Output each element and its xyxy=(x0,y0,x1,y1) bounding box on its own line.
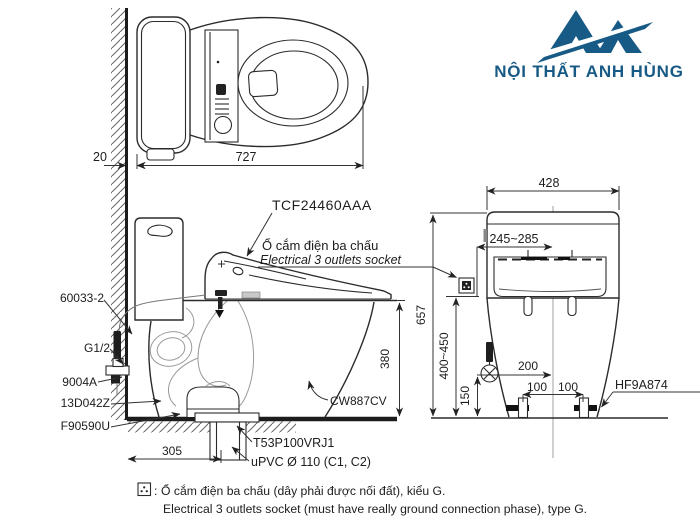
dim-total-height: 657 xyxy=(414,305,428,325)
dim-bolt-right: 100 xyxy=(558,380,578,394)
brand-name: NỘI THẤT ANH HÙNG xyxy=(494,62,684,81)
dim-rim-height: 380 xyxy=(378,349,392,369)
power-socket-symbol xyxy=(458,277,475,294)
top-view: 20 727 xyxy=(93,16,369,170)
footnote-line1-vi: Ổ cắm điện ba chấu (dây phải được nối đấ… xyxy=(161,483,445,498)
label-part-g12: G1/2 xyxy=(84,341,110,355)
footnote-separator: : xyxy=(154,484,157,498)
toilet-lid-open-top xyxy=(136,16,191,154)
dim-total-depth: 727 xyxy=(236,150,257,164)
dim-valve-offset: 200 xyxy=(518,359,538,373)
tank-side xyxy=(134,217,184,321)
dim-socket-height: 245~285 xyxy=(489,232,538,246)
label-part-hose: 60033-2 xyxy=(60,291,104,305)
washlet-unit-top xyxy=(204,29,239,143)
front-view: 428 245~285 657 400~450 150 200 100 100 … xyxy=(414,176,700,458)
side-view: TCF24460AAA Ổ cắm điện ba chấu Electrica… xyxy=(60,197,457,469)
label-bowl-model: CW887CV xyxy=(330,394,387,408)
label-seat-part: HF9A874 xyxy=(615,378,668,392)
label-drain-part: T53P100VRJ1 xyxy=(253,436,334,450)
front-view-dimensions: 428 245~285 657 400~450 150 200 100 100 … xyxy=(414,176,700,417)
stop-valve-front xyxy=(480,342,499,383)
label-socket-vi: Ổ cắm điện ba chấu xyxy=(262,238,378,253)
dim-drain-offset: 305 xyxy=(162,444,182,458)
label-socket-en: Electrical 3 outlets socket xyxy=(260,253,402,267)
flush-handle xyxy=(147,224,173,237)
dim-valve-height: 150 xyxy=(458,386,472,406)
dim-supply-height: 400~450 xyxy=(437,332,451,379)
floor-bolts xyxy=(506,397,597,419)
logo-swoosh xyxy=(537,22,653,63)
dim-bolt-left: 100 xyxy=(527,380,547,394)
footnote-line2-en: Electrical 3 outlets socket (must have r… xyxy=(163,502,587,516)
footnote: : Ổ cắm điện ba chấu (dây phải được nối … xyxy=(137,482,587,516)
dim-width: 428 xyxy=(539,176,560,190)
label-part-trap: 13D042Z xyxy=(61,396,110,410)
dim-wall-gap: 20 xyxy=(93,150,107,164)
label-pipe-spec: uPVC Ø 110 (C1, C2) xyxy=(251,455,371,469)
label-washlet-model: TCF24460AAA xyxy=(272,197,372,213)
label-part-base: F90590U xyxy=(61,419,110,433)
side-view-labels: TCF24460AAA Ổ cắm điện ba chấu Electrica… xyxy=(60,197,457,469)
washlet-side xyxy=(204,251,392,318)
top-view-dimensions: 20 727 xyxy=(93,86,364,170)
brand-logo: NỘI THẤT ANH HÙNG xyxy=(494,10,684,81)
socket-legend-icon xyxy=(137,482,152,497)
seat-recess-front xyxy=(493,250,607,317)
label-part-valve: 9004A xyxy=(62,375,97,389)
